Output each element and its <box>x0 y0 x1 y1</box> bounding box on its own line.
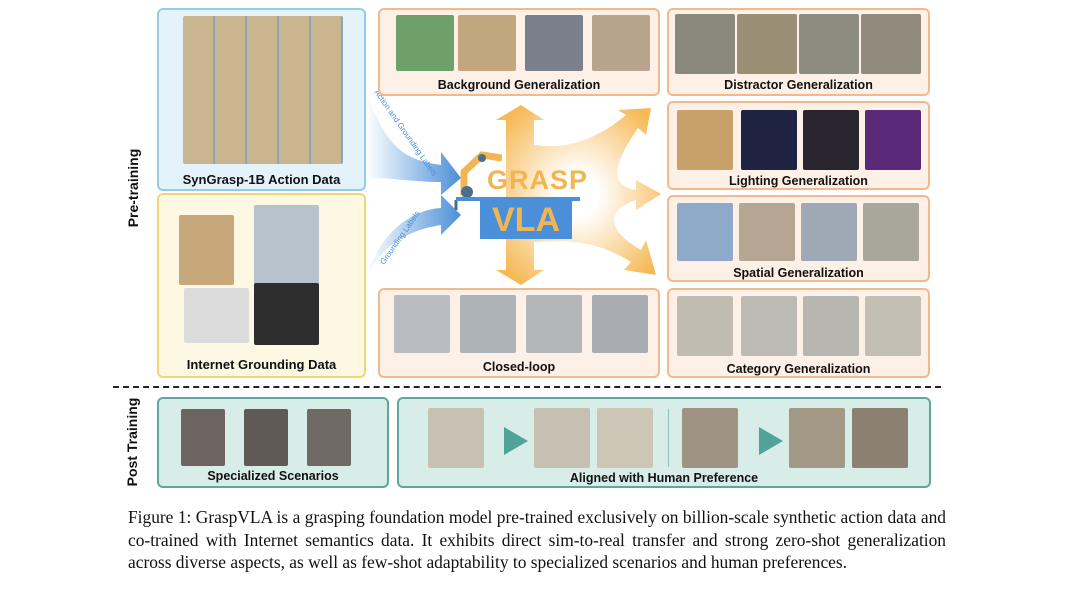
photo <box>592 295 648 353</box>
photo <box>741 110 797 170</box>
photo <box>861 14 921 74</box>
arrow-right-icon <box>759 427 783 455</box>
photo <box>677 110 733 170</box>
photo-cutter <box>254 283 319 345</box>
photo <box>460 295 516 353</box>
photo <box>852 408 908 468</box>
spatial-generalization-panel: Spatial Generalization <box>667 195 930 282</box>
blue-arrow-bottom <box>366 195 461 280</box>
background-generalization-label: Background Generalization <box>437 78 601 92</box>
photo <box>525 15 583 71</box>
photo <box>865 296 921 356</box>
syngrasp-panel: SynGrasp-1B Action Data <box>157 8 366 191</box>
closed-loop-panel: Closed-loop <box>378 288 660 378</box>
photo <box>597 408 653 468</box>
background-generalization-panel: Background Generalization <box>378 8 660 96</box>
lighting-generalization-panel: Lighting Generalization <box>667 101 930 190</box>
photo <box>677 203 733 261</box>
orange-arrows <box>496 105 661 285</box>
figure-caption: Figure 1: GraspVLA is a grasping foundat… <box>128 507 946 572</box>
specialized-scenarios-label: Specialized Scenarios <box>207 469 339 483</box>
specialized-scenarios-panel: Specialized Scenarios <box>157 397 389 488</box>
closed-loop-label: Closed-loop <box>482 360 556 374</box>
distractor-generalization-label: Distractor Generalization <box>724 78 873 92</box>
lighting-generalization-label: Lighting Generalization <box>729 174 868 188</box>
photo <box>526 295 582 353</box>
photo <box>682 408 738 468</box>
photo <box>592 15 650 71</box>
arrow-label-bottom: Grounding Labels <box>378 209 422 266</box>
photo <box>801 203 857 261</box>
photo <box>803 110 859 170</box>
photo <box>394 295 450 353</box>
distractor-generalization-panel: Distractor Generalization <box>667 8 930 96</box>
syngrasp-label: SynGrasp-1B Action Data <box>182 172 341 187</box>
logo-vla-text: VLA <box>480 201 572 239</box>
aligned-human-preference-panel: Aligned with Human Preference <box>397 397 931 488</box>
flow-arrows: Action and Grounding Labels Grounding La… <box>366 90 661 285</box>
photo <box>244 409 288 466</box>
category-generalization-label: Category Generalization <box>726 362 871 376</box>
aligned-human-preference-label: Aligned with Human Preference <box>569 471 759 485</box>
blue-arrow-top <box>366 90 461 195</box>
photo <box>739 203 795 261</box>
logo-bar <box>456 197 580 201</box>
photo <box>865 110 921 170</box>
category-generalization-panel: Category Generalization <box>667 288 930 378</box>
photo <box>307 409 351 466</box>
photo <box>741 296 797 356</box>
photo <box>428 408 484 468</box>
robot-arm-icon <box>454 151 502 210</box>
photo <box>677 296 733 356</box>
photo <box>396 15 454 71</box>
photo <box>675 14 735 74</box>
photo <box>458 15 516 71</box>
pretraining-label: Pre-training <box>125 148 141 228</box>
photo <box>534 408 590 468</box>
section-divider <box>113 386 941 388</box>
photo <box>789 408 845 468</box>
arrow-right-icon <box>504 427 528 455</box>
photo <box>803 296 859 356</box>
divider <box>668 409 669 467</box>
photo-children <box>179 215 234 285</box>
internet-label: Internet Grounding Data <box>186 357 337 372</box>
spatial-generalization-label: Spatial Generalization <box>733 266 864 280</box>
photo <box>863 203 919 261</box>
photo-scooter <box>254 205 319 285</box>
logo-grasp-text: GRASP <box>487 165 589 195</box>
syngrasp-image-grid <box>183 16 343 164</box>
internet-panel: Internet Grounding Data <box>157 193 366 378</box>
photo <box>737 14 797 74</box>
graspvla-logo: GRASP VLA <box>452 150 587 242</box>
photo <box>181 409 225 466</box>
photo-goggles <box>184 288 249 343</box>
posttraining-label: Post Training <box>124 397 140 487</box>
photo <box>799 14 859 74</box>
